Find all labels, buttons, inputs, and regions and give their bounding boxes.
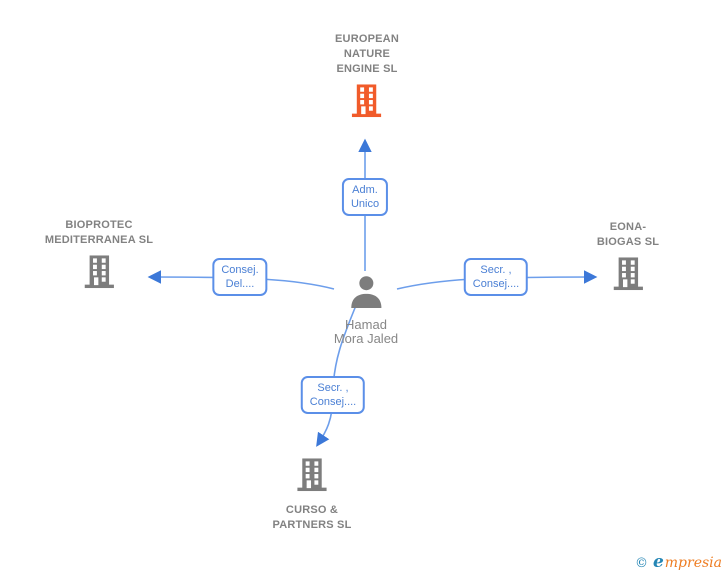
edge-label-secr-consej-right: Secr. , Consej.... [463,258,529,296]
person-node-hamad-mora-jaled[interactable]: Hamad Mora Jaled [334,273,398,346]
building-icon [611,257,646,296]
company-name: EUROPEAN NATURE ENGINE SL [335,33,399,75]
edge-label-consej-del: Consej. Del.... [212,258,268,296]
edge-label-adm-unico: Adm. Unico [341,178,389,216]
brand-initial: e [652,552,664,572]
person-icon [349,273,384,313]
company-name: CURSO & PARTNERS SL [272,504,352,531]
empresia-logo[interactable]: © e mpresia [635,552,722,572]
company-node-european-nature-engine[interactable]: EUROPEAN NATURE ENGINE SL [335,32,399,123]
building-icon [81,255,116,294]
brand-text: mpresia [664,555,722,571]
copyright-icon: © [634,556,648,571]
company-name: BIOPROTEC MEDITERRANEA SL [44,219,154,246]
building-icon [294,458,329,497]
building-icon [349,84,384,123]
company-node-curso-partners[interactable]: CURSO & PARTNERS SL [272,458,351,533]
company-node-eona-biogas[interactable]: EONA- BIOGAS SL [597,220,659,296]
edge-label-secr-consej-bottom: Secr. , Consej.... [300,376,366,414]
company-node-bioprotec-mediterranea[interactable]: BIOPROTEC MEDITERRANEA SL [45,218,153,294]
company-name: EONA- BIOGAS SL [596,221,660,248]
person-name: Hamad Mora Jaled [333,317,399,346]
